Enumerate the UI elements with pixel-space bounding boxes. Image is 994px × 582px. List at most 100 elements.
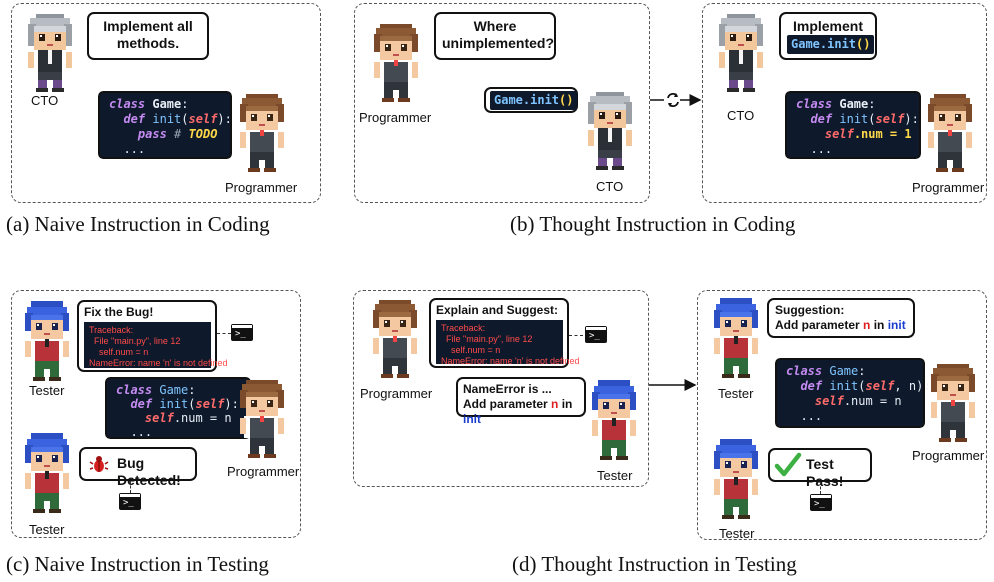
fix-bug-bubble: Fix the Bug! Message: Traceback: File "m… bbox=[77, 300, 228, 372]
connector bbox=[569, 335, 583, 336]
explain-line-2: Add parameter n in init bbox=[463, 397, 573, 426]
traceback-line: File "main.py", line 12 bbox=[89, 336, 181, 346]
programmer-label: Programmer bbox=[359, 110, 432, 125]
flow-arrow bbox=[649, 379, 697, 391]
code-function: init bbox=[159, 397, 189, 411]
code-class-name: Game bbox=[839, 97, 869, 111]
traceback: Traceback: File "main.py", line 12 self.… bbox=[436, 320, 580, 366]
test-pass-bubble: Test Pass! bbox=[768, 448, 872, 489]
caption-d: (d) Thought Instruction in Testing bbox=[512, 552, 797, 576]
code-keyword: pass bbox=[137, 127, 167, 141]
question-bubble: Where unimplemented? bbox=[434, 12, 556, 60]
tester-label: Tester bbox=[29, 383, 65, 398]
explain-line-1: NameError is ... bbox=[463, 382, 552, 396]
code-keyword: def bbox=[123, 112, 146, 126]
tester-label: Tester bbox=[719, 526, 755, 541]
connector bbox=[820, 482, 821, 494]
code-keyword: def bbox=[810, 112, 833, 126]
programmer-avatar bbox=[240, 94, 284, 172]
traceback-line: Traceback: bbox=[89, 325, 134, 335]
implement-bubble: Implement Game.init() bbox=[779, 12, 877, 60]
answer-bubble: Game.init() bbox=[484, 87, 578, 113]
highlight-param: n bbox=[551, 397, 559, 411]
code-class-name: Game bbox=[829, 364, 859, 378]
code-block: class Game: def init(self): self.num = n… bbox=[103, 375, 253, 441]
programmer-label: Programmer bbox=[227, 464, 300, 479]
terminal-icon: >_ bbox=[119, 493, 141, 510]
bug-text: Bug Detected! bbox=[117, 455, 181, 488]
terminal-icon: >_ bbox=[810, 494, 832, 511]
cto-avatar bbox=[719, 14, 763, 92]
programmer-label: Programmer bbox=[912, 180, 985, 195]
code-self: self bbox=[814, 394, 844, 408]
code-block: class Game: def init(self): pass # TODO … bbox=[96, 89, 234, 161]
instruction-text: Implement all methods. bbox=[103, 18, 193, 51]
code-keyword: class bbox=[786, 364, 823, 378]
panel-naive-testing bbox=[11, 290, 301, 538]
code-block: class Game: def init(self, n): self.num … bbox=[773, 356, 931, 430]
traceback-line: self.num = n bbox=[89, 347, 149, 357]
terminal-icon: >_ bbox=[231, 324, 253, 341]
caption-a: (a) Naive Instruction in Coding bbox=[6, 212, 270, 236]
explain-title: Explain and Suggest: bbox=[436, 303, 559, 317]
code-comment: # bbox=[174, 127, 182, 141]
code-ellipsis: ... bbox=[810, 142, 833, 156]
code-statement: .num = n bbox=[843, 394, 902, 408]
traceback-line: self.num = n bbox=[441, 345, 501, 355]
code-class-name: Game bbox=[159, 383, 189, 397]
code-self: self bbox=[875, 112, 905, 126]
code-statement: .num = 1 bbox=[853, 127, 912, 141]
panel-thought-testing-right bbox=[697, 290, 987, 540]
suggestion-line: Add parameter n in init bbox=[775, 318, 906, 332]
traceback-line: NameError: name 'n' is not defined bbox=[89, 358, 228, 368]
tester-avatar bbox=[592, 380, 636, 460]
code-self: self bbox=[824, 127, 854, 141]
code-ellipsis: ... bbox=[123, 142, 146, 156]
code-parens: () bbox=[559, 93, 574, 107]
programmer-avatar bbox=[373, 300, 417, 378]
connector bbox=[217, 333, 231, 334]
inline-code: Game.init() bbox=[490, 91, 578, 110]
explain-bubble: Explain and Suggest: Traceback: File "ma… bbox=[429, 298, 580, 368]
programmer-label: Programmer bbox=[225, 180, 298, 195]
tester-label: Tester bbox=[597, 468, 633, 483]
cto-label: CTO bbox=[727, 108, 755, 123]
code-function: Game.init bbox=[494, 93, 560, 107]
bug-bubble: Bug Detected! bbox=[79, 447, 197, 488]
code-param: , n bbox=[894, 379, 917, 393]
code-keyword: def bbox=[130, 397, 153, 411]
tester-avatar bbox=[25, 301, 69, 381]
programmer-avatar bbox=[374, 24, 418, 102]
code-self: self bbox=[865, 379, 895, 393]
code-function: init bbox=[839, 112, 869, 126]
implement-text: Implement bbox=[792, 18, 863, 34]
code-self: self bbox=[195, 397, 225, 411]
programmer-avatar bbox=[931, 364, 975, 442]
question-text: Where unimplemented? bbox=[442, 18, 555, 51]
bug-icon bbox=[89, 456, 109, 472]
code-self: self bbox=[144, 411, 174, 425]
code-function: init bbox=[829, 379, 859, 393]
instruction-bubble: Implement all methods. bbox=[87, 12, 209, 60]
loop-icon bbox=[667, 93, 679, 107]
tester-avatar bbox=[714, 298, 758, 378]
code-keyword: def bbox=[800, 379, 823, 393]
test-pass-text: Test Pass! bbox=[806, 456, 844, 489]
code-keyword: class bbox=[109, 97, 146, 111]
caption-c: (c) Naive Instruction in Testing bbox=[6, 552, 269, 576]
code-keyword: class bbox=[116, 383, 153, 397]
tester-label: Tester bbox=[29, 522, 65, 537]
code-block: class Game: def init(self): self.num = 1… bbox=[783, 89, 923, 161]
code-self: self bbox=[188, 112, 218, 126]
highlight-method: init bbox=[887, 318, 906, 332]
programmer-avatar bbox=[240, 380, 284, 458]
checkmark-icon bbox=[774, 452, 802, 477]
panel-thought-coding-left bbox=[354, 3, 650, 203]
suggestion-title: Suggestion: bbox=[775, 303, 845, 317]
cto-label: CTO bbox=[31, 93, 59, 108]
highlight-method: init bbox=[463, 412, 481, 426]
programmer-label: Programmer bbox=[912, 448, 985, 463]
programmer-label: Programmer bbox=[360, 386, 433, 401]
code-keyword: class bbox=[796, 97, 833, 111]
connector bbox=[130, 481, 131, 493]
